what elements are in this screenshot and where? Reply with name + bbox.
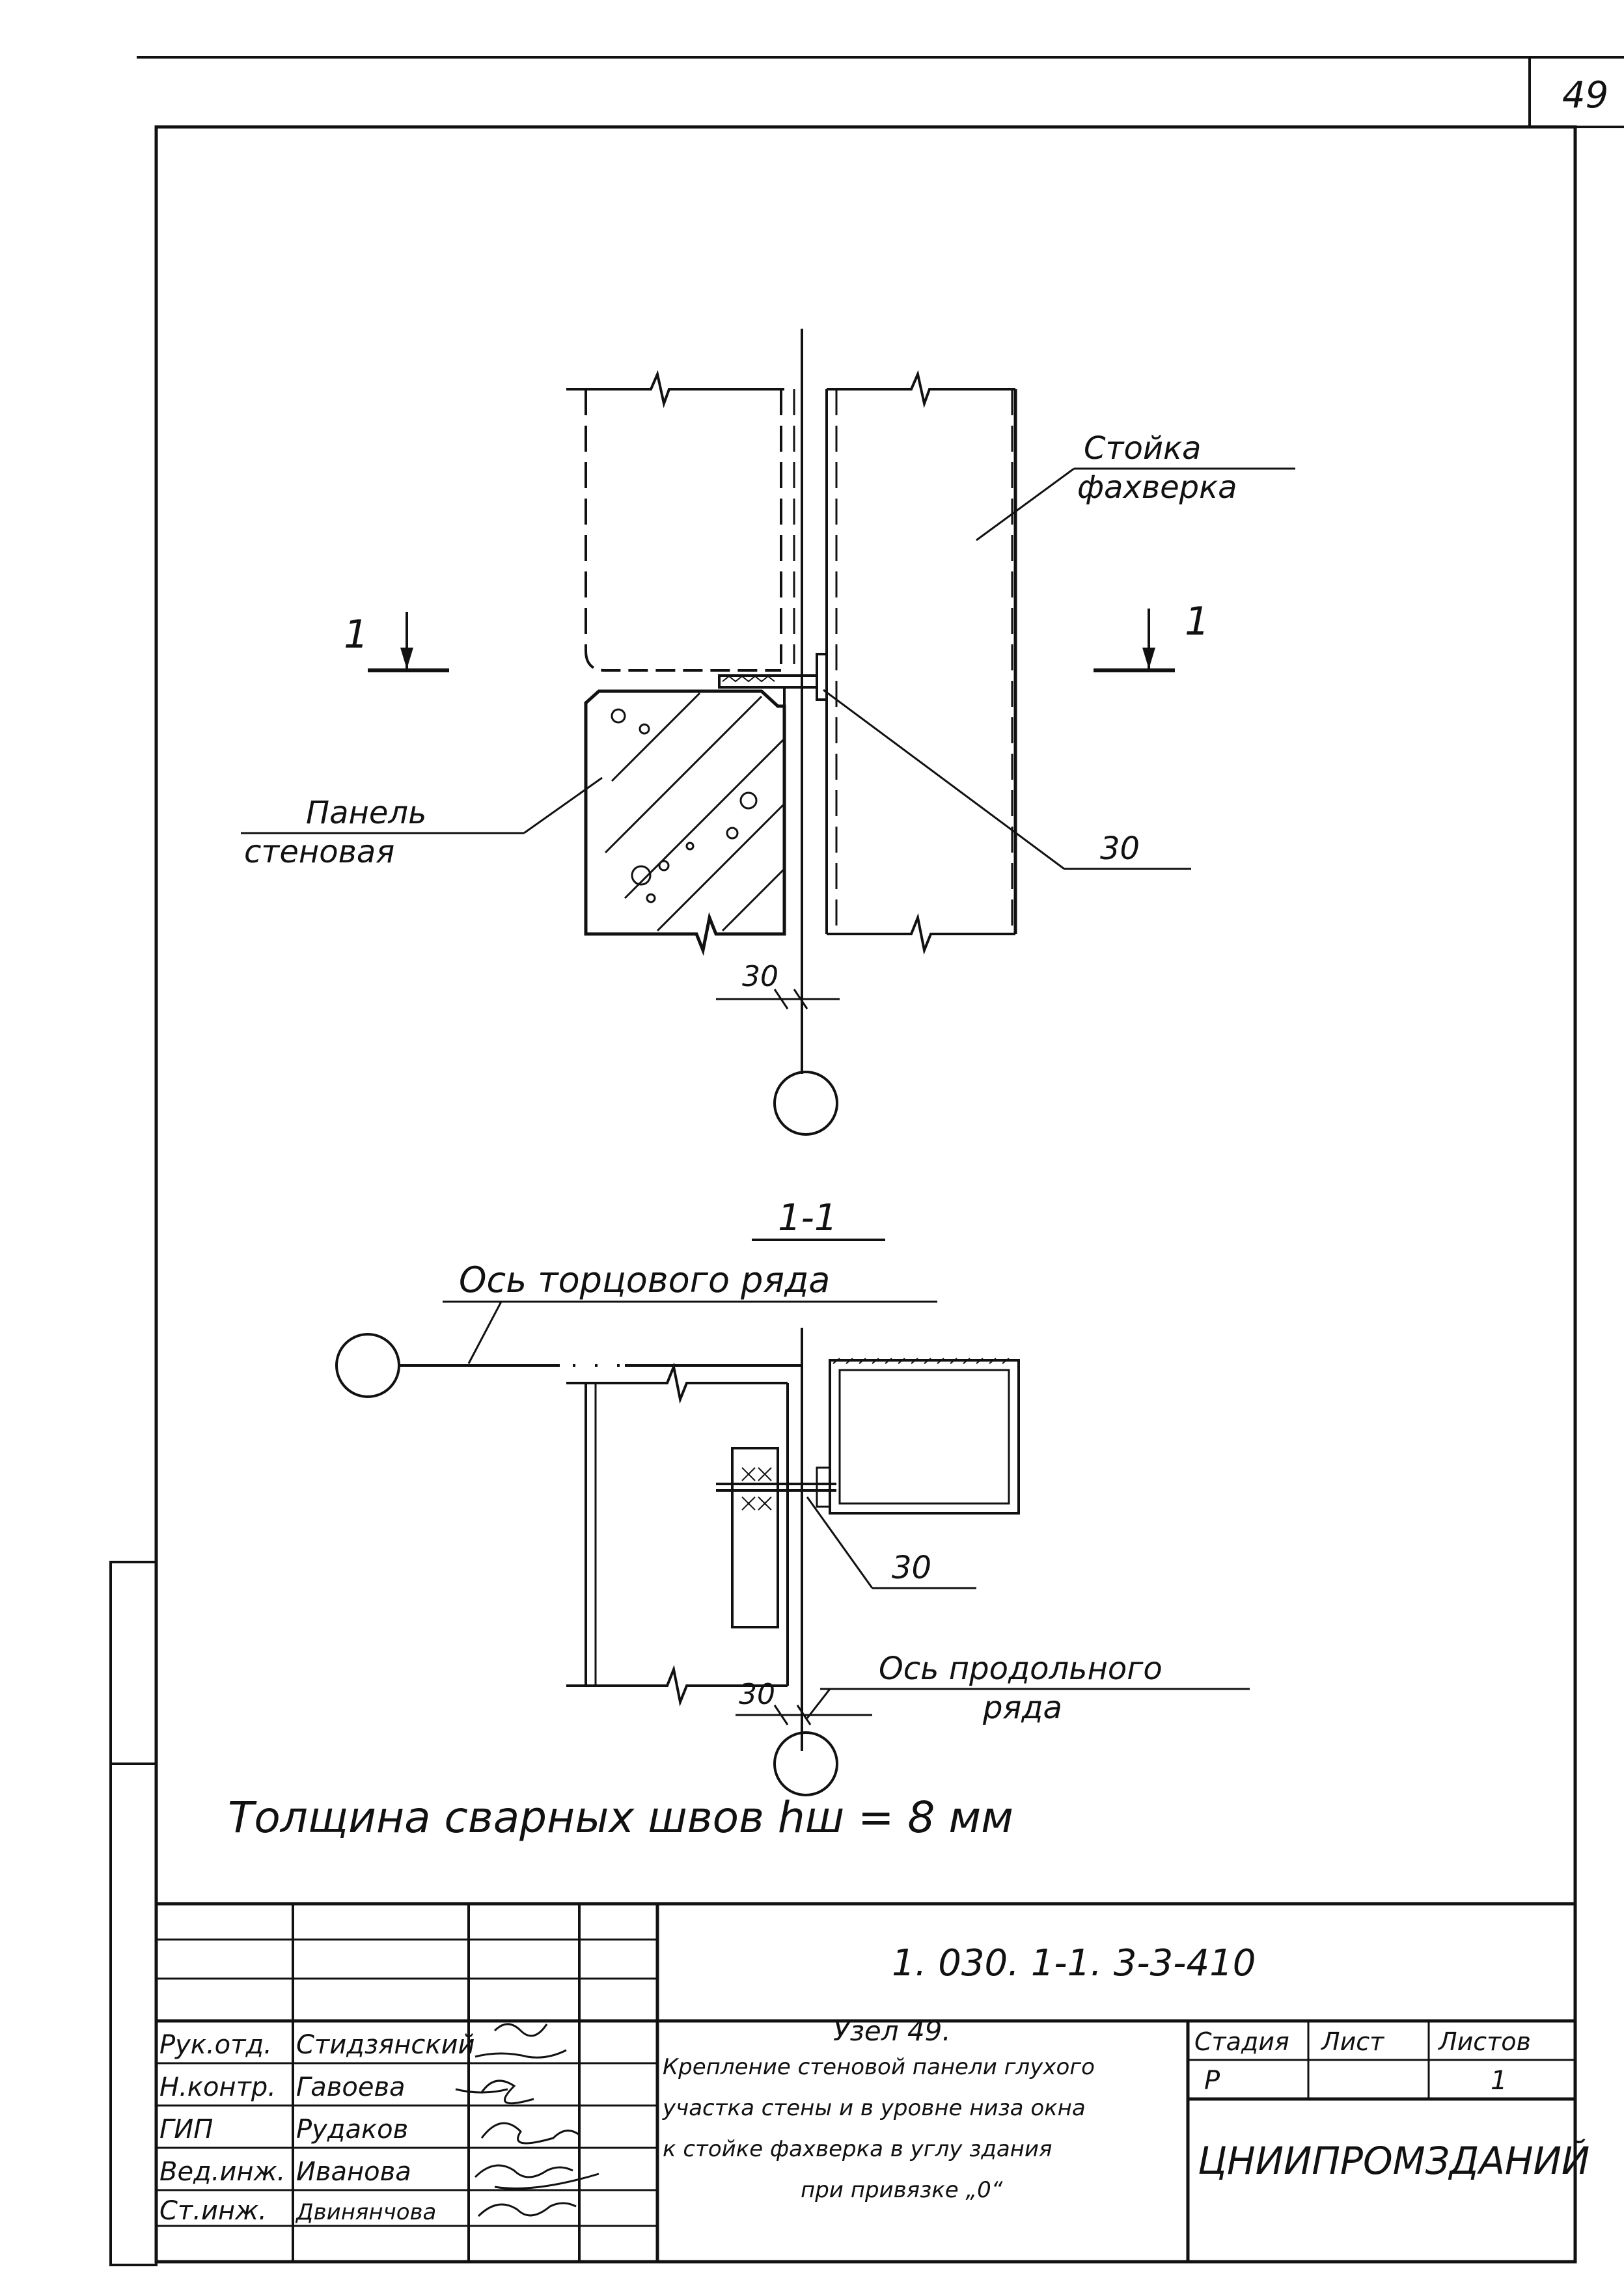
weld-ref-elevation: 30: [1100, 830, 1140, 867]
name-3: Рудаков: [296, 2115, 408, 2145]
signatures: [455, 2023, 599, 2217]
cut-marker-right: 1: [1185, 599, 1209, 644]
role-4: Вед.инж.: [159, 2157, 285, 2187]
dim-elevation: 30: [742, 960, 778, 993]
title-line-1: Узел 49.: [833, 2015, 951, 2047]
role-2: Н.контр.: [159, 2072, 276, 2102]
name-1: Стидзянский: [296, 2030, 475, 2060]
label-post-line1: Стойка: [1084, 430, 1201, 467]
axis-marker-long: [773, 1731, 838, 1796]
title-line-4: к стойке фахверка в углу здания: [663, 2136, 1052, 2162]
dim-section: 30: [739, 1678, 775, 1711]
label-panel-line2: стеновая: [244, 834, 394, 870]
title-line-5: при привязке „0“: [801, 2177, 1003, 2203]
role-1: Рук.отд.: [159, 2030, 272, 2060]
role-5: Ст.инж.: [159, 2196, 267, 2226]
name-2: Гавоева: [296, 2072, 406, 2102]
stage-header: Стадия: [1194, 2027, 1289, 2056]
title-block: 1. 030. 1-1. 3-3-410 Рук.отд. Н.контр. Г…: [156, 1902, 1590, 2262]
stage-value: Р: [1204, 2066, 1220, 2096]
section-view: 1-1 Ось торцового ряда 30: [335, 1197, 1250, 1796]
doc-code: 1. 030. 1-1. 3-3-410: [892, 1942, 1256, 1984]
page-number: 49: [1562, 74, 1608, 117]
label-panel-line1: Панель: [306, 795, 426, 831]
weld-note: Толщина сварных швов hш = 8 мм: [228, 1792, 1013, 1843]
axis-marker-circle: [773, 1071, 838, 1136]
name-5: Двинянчова: [295, 2199, 436, 2225]
label-end-axis: Ось торцового ряда: [459, 1259, 830, 1300]
elevation-view: 1 1 Стойка фахверка Панель стеновая 30 3…: [241, 329, 1295, 1136]
label-long-axis-line2: ряда: [982, 1690, 1062, 1726]
label-long-axis-line1: Ось продольного: [879, 1651, 1163, 1687]
sheets-header: Листов: [1437, 2027, 1531, 2056]
title-line-3: участка стены и в уровне низа окна: [662, 2095, 1086, 2121]
organization: ЦНИИПРОМЗДАНИЙ: [1198, 2138, 1590, 2183]
sheets-value: 1: [1491, 2066, 1507, 2096]
label-post-line2: фахверка: [1077, 469, 1237, 506]
role-3: ГИП: [159, 2115, 213, 2145]
title-line-2: Крепление стеновой панели глухого: [663, 2054, 1095, 2080]
cut-marker-left: 1: [344, 612, 368, 657]
name-4: Иванова: [296, 2157, 411, 2187]
section-title: 1-1: [778, 1197, 837, 1239]
sheet-frame: [109, 56, 1624, 2266]
weld-ref-section: 30: [892, 1550, 931, 1586]
sheet-header: Лист: [1320, 2027, 1385, 2056]
axis-marker-end: [335, 1333, 400, 1398]
